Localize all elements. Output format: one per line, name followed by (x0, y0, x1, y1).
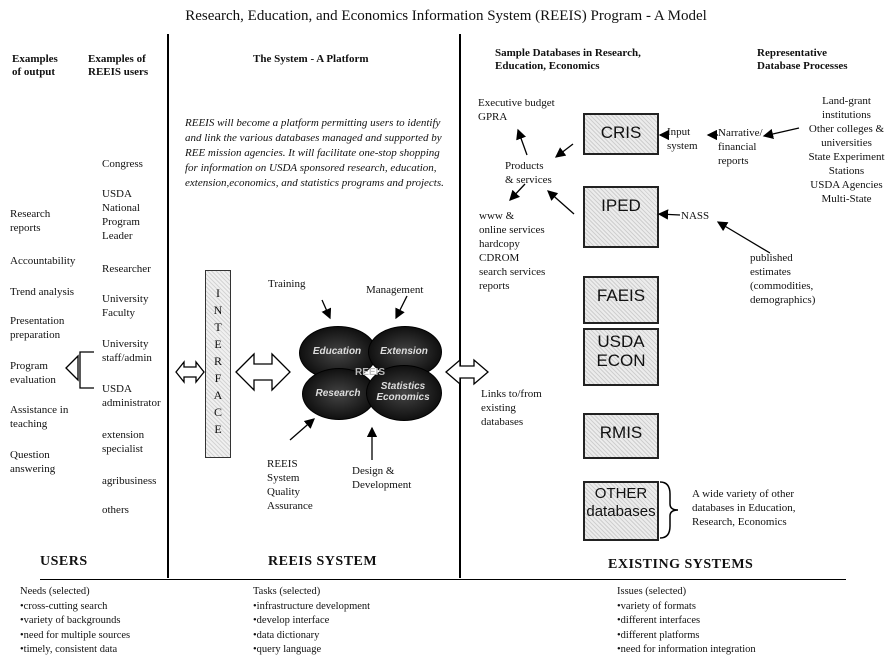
issues-item: •different interfaces (617, 615, 701, 626)
output-item: Question answering (10, 449, 56, 475)
output-item: Presentation preparation (10, 315, 65, 341)
output-item: Accountability (10, 255, 76, 267)
divider-left (167, 34, 169, 578)
interface-letter: N (213, 303, 223, 317)
databases-header: Sample Databases in Research, Education,… (495, 47, 641, 72)
user-item: Congress (102, 158, 143, 170)
double-arrow-icon (445, 358, 489, 386)
needs-item: •timely, consistent data (20, 644, 118, 655)
users-section-label: USERS (40, 554, 88, 569)
issues-item: •variety of formats (617, 600, 696, 612)
management-label: Management (366, 284, 424, 296)
tasks-item: •develop interface (253, 615, 330, 626)
issues-item: •different platforms (617, 629, 700, 641)
faeis-database: FAEIS (583, 276, 659, 324)
users-header: Examples of REEIS users (88, 53, 149, 78)
user-item: agribusiness (102, 475, 157, 487)
platform-description: REEIS will become a platform permitting … (185, 117, 444, 189)
extension-blob-label: Extension (380, 346, 428, 357)
issues-item: •need for information integration (617, 644, 756, 655)
training-label: Training (268, 278, 306, 290)
tasks-header: Tasks (selected) (253, 586, 321, 597)
output-item: Research reports (10, 208, 51, 234)
needs-item: •variety of backgrounds (20, 615, 121, 626)
needs-item: •need for multiple sources (20, 629, 131, 641)
bracket-arrow-icon (65, 354, 79, 382)
interface-letter: F (214, 371, 222, 385)
research-blob (302, 368, 376, 420)
tasks-item: •infrastructure development (253, 600, 371, 612)
services-label: www & online services hardcopy CDROM sea… (479, 210, 546, 292)
statistics-blob-label: Statistics Economics (376, 381, 430, 403)
user-item: extension specialist (102, 429, 145, 455)
nass-label: NASS (681, 210, 710, 222)
interface-letter: R (213, 354, 222, 368)
links-label: Links to/from existing databases (481, 388, 542, 428)
education-blob-label: Education (312, 346, 362, 357)
products-label: Products & services (505, 160, 552, 186)
user-item: Researcher (102, 263, 151, 275)
issues-header: Issues (selected) (617, 586, 687, 597)
tasks-item: •query language (253, 644, 322, 655)
user-item: USDA National Program Leader (102, 188, 140, 242)
executive-budget-label: Executive budget GPRA (478, 97, 555, 123)
tasks-item: •data dictionary (253, 629, 320, 641)
double-arrow-icon (175, 360, 205, 384)
tasks-list: Tasks (selected) •infrastructure develop… (253, 585, 370, 658)
output-item: Trend analysis (10, 286, 75, 298)
reeis-center-label: REEIS (354, 367, 385, 378)
research-blob-label: Research (315, 388, 361, 399)
input-system-label: Input system (667, 126, 698, 152)
interface-letter: A (213, 388, 223, 402)
divider-right (459, 34, 461, 578)
needs-item: •cross-cutting search (20, 600, 108, 612)
double-arrow-icon (235, 352, 291, 392)
institutions-label: Land-grant institutions Other colleges &… (808, 95, 885, 205)
needs-list: Needs (selected) •cross-cutting search •… (20, 585, 130, 658)
bracket-icon (79, 351, 94, 389)
processes-header: Representative Database Processes (757, 47, 848, 72)
usda-econ-database: USDA ECON (583, 328, 659, 386)
platform-header: The System - A Platform (253, 53, 369, 65)
other-databases: OTHER databases (583, 481, 659, 541)
iped-database: IPED (583, 186, 659, 248)
interface-letter: C (213, 405, 222, 419)
brace-icon (659, 481, 679, 539)
user-item: others (102, 504, 129, 516)
bottom-rule (40, 579, 846, 580)
reeis-section-label: REEIS SYSTEM (268, 554, 378, 569)
issues-list: Issues (selected) •variety of formats •d… (617, 585, 756, 658)
cris-database: CRIS (583, 113, 659, 155)
existing-section-label: EXISTING SYSTEMS (608, 557, 754, 572)
rmis-database: RMIS (583, 413, 659, 459)
quality-label: REEIS System Quality Assurance (267, 458, 313, 512)
statistics-blob (366, 365, 442, 421)
output-item: Assistance in teaching (10, 404, 69, 430)
interface-letter: E (214, 337, 222, 351)
interface-letter: T (214, 320, 222, 334)
interface-box: I N T E R F A C E (205, 270, 231, 458)
user-item: USDA administrator (102, 383, 161, 409)
output-item: Program evaluation (10, 360, 56, 386)
diagram-title: Research, Education, and Economics Infor… (185, 8, 707, 24)
published-estimates-label: published estimates (commodities, demogr… (750, 252, 816, 306)
output-header: Examples of output (12, 53, 58, 78)
narrative-label: Narrative/ financial reports (718, 127, 763, 167)
user-item: University Faculty (102, 293, 149, 319)
design-label: Design & Development (352, 465, 412, 491)
user-item: University staff/admin (102, 338, 152, 364)
interface-letter: I (216, 286, 220, 300)
other-databases-note: A wide variety of other databases in Edu… (692, 488, 796, 528)
interface-letter: E (214, 422, 222, 436)
needs-header: Needs (selected) (20, 586, 90, 597)
